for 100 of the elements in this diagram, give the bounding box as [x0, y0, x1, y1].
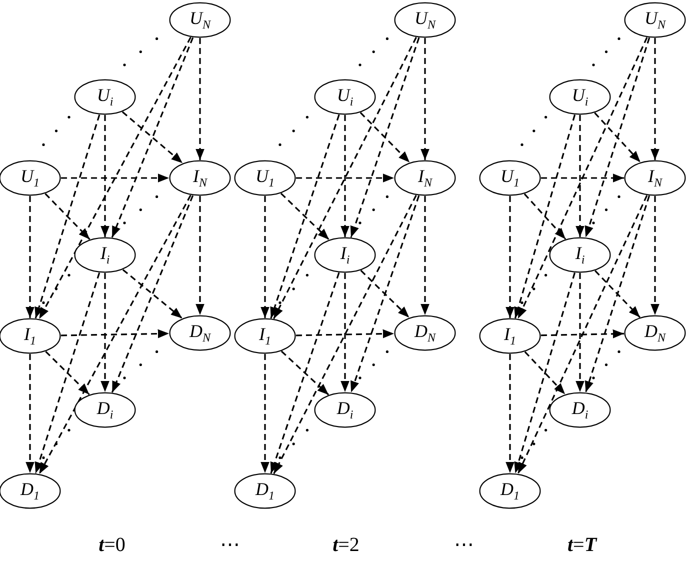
dashed-arrow: [44, 193, 90, 240]
ellipse-node: [314, 79, 376, 115]
dashed-arrow: [273, 36, 417, 320]
ellipsis-label: ⋯: [454, 533, 474, 557]
ellipsis-label: ⋯: [220, 533, 240, 557]
dashed-arrow: [270, 272, 340, 474]
dashed-arrow: [34, 114, 100, 319]
dashed-arrow: [26, 196, 34, 318]
ellipse-node: [314, 237, 376, 273]
dashed-arrow: [340, 273, 350, 392]
dashed-arrow: [517, 195, 648, 474]
time-label: t=2: [332, 533, 360, 557]
node-label: U$_{i}$: [336, 86, 354, 108]
dashed-arrow: [514, 272, 576, 474]
dashed-arrow: [506, 196, 514, 318]
node-label: I$_{1}$: [259, 324, 271, 346]
node-label: D$_{1}$: [20, 480, 40, 502]
ellipse-node: [479, 318, 541, 354]
node-label: I$_{N}$: [193, 166, 207, 188]
ellipse-node: [624, 160, 686, 196]
dashed-arrow: [38, 36, 192, 320]
dashed-arrow: [420, 38, 430, 160]
ellipse-node: [74, 392, 136, 428]
dashed-arrow: [26, 354, 34, 473]
dashed-arrow: [34, 272, 100, 474]
node-label: I$_{i}$: [100, 244, 110, 266]
ellipse-node: [74, 237, 136, 273]
dashed-arrow: [541, 174, 624, 182]
node-label: D$_{i}$: [572, 398, 588, 420]
node-label: D$_{i}$: [336, 398, 354, 420]
node-label: I$_{1}$: [504, 324, 516, 346]
ellipse-node: [549, 79, 611, 115]
dashed-arrow: [38, 194, 192, 474]
dashed-arrow: [350, 195, 420, 393]
dashed-arrow: [517, 37, 648, 319]
dashed-arrow: [540, 329, 624, 338]
dashed-arrow: [60, 329, 170, 338]
ellipse-node: [549, 392, 611, 428]
dashed-arrow: [260, 196, 270, 318]
ellipse-node: [394, 160, 456, 196]
dashed-arrow: [61, 174, 169, 182]
dashed-arrow: [273, 194, 417, 474]
ellipse-node: [169, 160, 231, 196]
dashed-arrow: [111, 195, 194, 393]
dashed-arrow: [100, 115, 110, 237]
ellipse-node: [549, 237, 611, 273]
dashed-arrow: [340, 115, 350, 237]
node-label: D$_{i}$: [96, 398, 114, 420]
node-label: U$_{N}$: [190, 8, 210, 30]
dashed-arrow: [594, 112, 641, 163]
node-label: U$_{N}$: [414, 8, 436, 30]
node-label: D$_{1}$: [500, 480, 520, 502]
dashed-arrow: [280, 350, 330, 396]
dashed-arrow: [196, 196, 204, 315]
dashed-arrow: [122, 269, 183, 319]
node-label: D$_{N}$: [644, 322, 666, 344]
node-label: U$_{1}$: [20, 166, 40, 188]
time-label: t=0: [98, 533, 126, 557]
dashed-arrow: [270, 114, 340, 319]
dashed-arrow: [350, 37, 420, 238]
dashed-arrow: [296, 174, 394, 182]
dashed-arrow: [260, 354, 270, 473]
node-label: I$_{i}$: [340, 244, 350, 266]
node-label: U$_{1}$: [500, 166, 520, 188]
dashed-arrow: [111, 37, 194, 238]
node-label: I$_{i}$: [575, 244, 585, 266]
dashed-arrow: [594, 270, 640, 318]
ellipse-node: [234, 473, 296, 509]
dashed-arrow: [280, 192, 330, 240]
dashed-arrow: [122, 111, 184, 164]
ellipse-node: [314, 392, 376, 428]
dashed-arrow: [576, 273, 584, 392]
ellipse-node: [479, 473, 541, 509]
ellipse-node: [74, 79, 136, 115]
dashed-arrow: [360, 270, 410, 318]
node-label: I$_{N}$: [648, 166, 662, 188]
dashed-arrow: [196, 38, 204, 160]
ellipse-node: [234, 318, 296, 354]
ellipse-node: [394, 2, 456, 38]
dashed-arrow: [360, 112, 410, 163]
dashed-arrow: [650, 38, 660, 160]
dashed-arrow: [524, 193, 566, 240]
dashed-arrow: [296, 329, 394, 338]
dashed-arrow: [576, 115, 584, 237]
ellipse-node: [624, 315, 686, 351]
dashed-arrow: [584, 195, 650, 393]
dashed-arrow: [45, 350, 90, 396]
node-label: D$_{N}$: [190, 322, 210, 344]
node-label: D$_{N}$: [414, 322, 436, 344]
ellipse-node: [394, 315, 456, 351]
node-label: I$_{N}$: [418, 166, 432, 188]
node-label: U$_{1}$: [256, 166, 274, 188]
ellipse-node: [169, 2, 231, 38]
dashed-arrow: [100, 273, 110, 392]
dashed-arrow: [506, 354, 514, 473]
node-label: U$_{N}$: [644, 8, 666, 30]
dashed-arrow: [524, 351, 566, 395]
ellipse-node: [479, 160, 541, 196]
node-label: U$_{i}$: [572, 86, 588, 108]
ellipse-node: [624, 2, 686, 38]
